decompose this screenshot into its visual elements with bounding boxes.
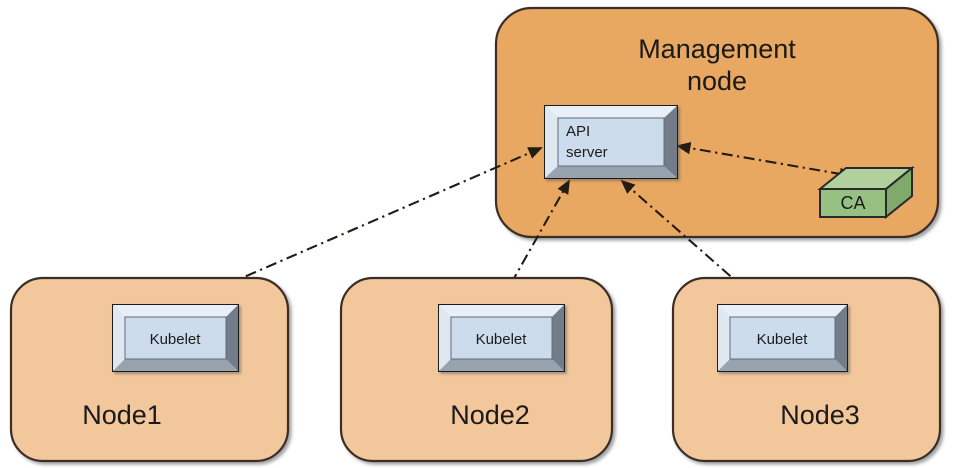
node1-kubelet-label: Kubelet [150,331,202,348]
api-server-box[interactable]: API server [544,105,678,179]
management-node-label-line1: Management [638,34,796,64]
node2-kubelet-label: Kubelet [476,331,528,348]
node1-label: Node1 [82,400,162,430]
connector-api-server-to-ca [676,142,854,180]
node2-kubelet-box[interactable]: Kubelet [438,304,565,372]
ca-label: CA [840,193,865,213]
api-server-label-line2: server [566,144,608,161]
ca-box[interactable]: CA [817,165,915,220]
ca-front-face [819,188,887,218]
node1-kubelet-box[interactable]: Kubelet [112,304,239,372]
node3-kubelet-box[interactable]: Kubelet [717,304,848,372]
worker-node-node2[interactable]: Kubelet Node2 [339,276,614,463]
connector-api-server-to-node3-kubelet [620,179,763,305]
node3-label: Node3 [780,400,860,430]
node3-kubelet-label: Kubelet [757,331,809,348]
worker-node-node3[interactable]: Kubelet Node3 [671,276,942,463]
node2-label: Node2 [450,400,530,430]
worker-node-node1[interactable]: Kubelet Node1 [9,276,290,463]
management-node-label-line2: node [687,66,747,96]
api-server-label-line1: API [566,123,590,140]
